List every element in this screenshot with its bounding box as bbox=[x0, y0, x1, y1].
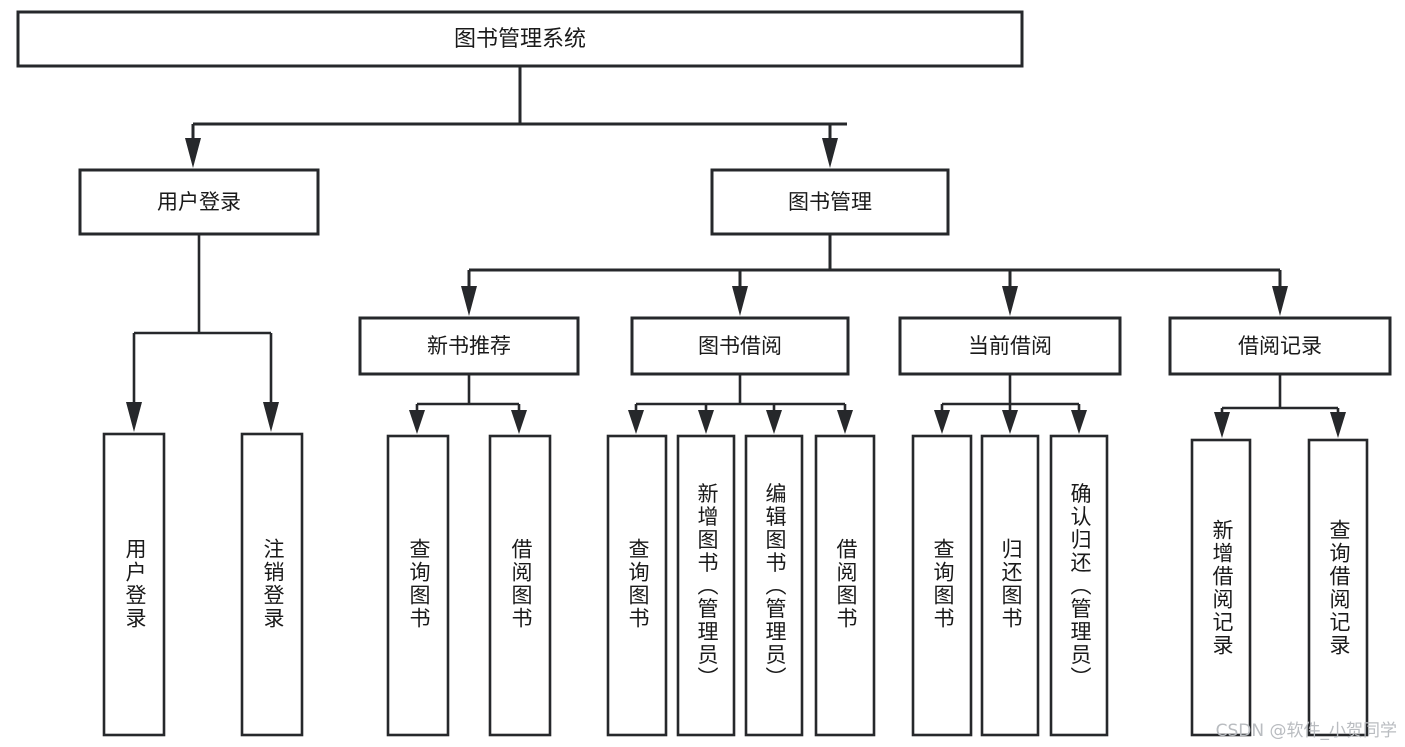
leaf-add-book-label: 新增图书（管理员） bbox=[695, 483, 719, 690]
arrow-to-leaf-borrow-book-2-icon bbox=[837, 410, 853, 434]
node-borrow-record[interactable]: 借阅记录 bbox=[1168, 316, 1392, 376]
node-book-management-box bbox=[710, 168, 950, 236]
leaf-user-login-box bbox=[102, 432, 166, 737]
leaf-return-book-label: 归还图书 bbox=[999, 538, 1023, 630]
leaf-add-record[interactable]: 新增借阅记录 bbox=[1190, 438, 1252, 737]
leaf-add-record-label: 新增借阅记录 bbox=[1210, 519, 1234, 657]
leaf-user-login[interactable]: 用户登录 bbox=[102, 432, 166, 737]
leaf-query-book-1-label: 查询图书 bbox=[407, 538, 431, 630]
node-book-borrow-box bbox=[630, 316, 850, 376]
arrow-to-leaf-add-book-icon bbox=[698, 410, 714, 434]
connectors-book-borrow-children bbox=[628, 374, 853, 434]
node-new-book-recommend-box bbox=[358, 316, 580, 376]
node-user-login-label: 用户登录 bbox=[157, 190, 241, 214]
leaf-edit-book-box bbox=[744, 434, 804, 737]
leaf-query-record-box bbox=[1307, 438, 1369, 737]
leaf-borrow-book-1[interactable]: 借阅图书 bbox=[488, 434, 552, 737]
leaf-query-book-3-box bbox=[911, 434, 973, 737]
leaf-confirm-return-box bbox=[1049, 434, 1109, 737]
leaf-edit-book[interactable]: 编辑图书（管理员） bbox=[744, 434, 804, 737]
leaf-user-login-label: 用户登录 bbox=[123, 538, 147, 630]
node-root-box bbox=[16, 10, 1024, 68]
node-user-login[interactable]: 用户登录 bbox=[78, 168, 320, 236]
leaf-query-record[interactable]: 查询借阅记录 bbox=[1307, 438, 1369, 737]
leaf-confirm-return-label: 确认归还（管理员） bbox=[1068, 483, 1092, 690]
connectors-borrow-record-children bbox=[1214, 374, 1346, 438]
leaf-logout-login-box bbox=[240, 432, 304, 737]
leaf-query-book-3-label: 查询图书 bbox=[931, 538, 955, 630]
arrow-to-book-borrow-icon bbox=[732, 286, 748, 316]
leaf-return-book[interactable]: 归还图书 bbox=[980, 434, 1040, 737]
arrow-to-leaf-query-record-icon bbox=[1330, 412, 1346, 438]
leaf-borrow-book-1-box bbox=[488, 434, 552, 737]
node-user-login-box bbox=[78, 168, 320, 236]
leaf-borrow-book-1-label: 借阅图书 bbox=[509, 538, 533, 630]
arrow-to-leaf-return-book-icon bbox=[1002, 410, 1018, 434]
arrow-to-leaf-add-record-icon bbox=[1214, 412, 1230, 438]
node-book-management[interactable]: 图书管理 bbox=[710, 168, 950, 236]
node-book-borrow-label: 图书借阅 bbox=[698, 334, 782, 358]
leaf-borrow-book-2[interactable]: 借阅图书 bbox=[814, 434, 876, 737]
leaf-borrow-book-2-box bbox=[814, 434, 876, 737]
leaf-add-book[interactable]: 新增图书（管理员） bbox=[676, 434, 736, 737]
connectors-book-management-children bbox=[461, 235, 1288, 316]
connectors-new-book-recommend-children bbox=[409, 374, 527, 434]
leaf-query-record-label: 查询借阅记录 bbox=[1327, 519, 1351, 657]
arrow-to-borrow-record-icon bbox=[1272, 286, 1288, 316]
arrow-to-leaf-borrow-book-1-icon bbox=[511, 410, 527, 434]
leaf-borrow-book-2-label: 借阅图书 bbox=[834, 538, 858, 630]
node-borrow-record-box bbox=[1168, 316, 1392, 376]
arrow-to-book-management-icon bbox=[822, 138, 838, 168]
leaf-query-book-1-box bbox=[386, 434, 450, 737]
leaf-logout-login-label: 注销登录 bbox=[261, 538, 285, 630]
leaf-return-book-box bbox=[980, 434, 1040, 737]
leaf-query-book-2[interactable]: 查询图书 bbox=[606, 434, 668, 737]
arrow-to-leaf-query-book-1-icon bbox=[409, 410, 425, 434]
arrow-to-new-book-recommend-icon bbox=[461, 286, 477, 316]
node-root-label: 图书管理系统 bbox=[454, 27, 586, 52]
node-new-book-recommend-label: 新书推荐 bbox=[427, 334, 511, 358]
node-current-borrow[interactable]: 当前借阅 bbox=[898, 316, 1122, 376]
node-borrow-record-label: 借阅记录 bbox=[1238, 334, 1322, 358]
connectors-current-borrow-children bbox=[934, 374, 1087, 434]
leaf-edit-book-label: 编辑图书（管理员） bbox=[763, 483, 787, 690]
node-root-book-management-system[interactable]: 图书管理系统 bbox=[16, 10, 1024, 68]
node-book-borrow[interactable]: 图书借阅 bbox=[630, 316, 850, 376]
leaf-query-book-1[interactable]: 查询图书 bbox=[386, 434, 450, 737]
leaf-add-book-box bbox=[676, 434, 736, 737]
csdn-watermark: CSDN @软件_小贺同学 bbox=[1215, 721, 1397, 741]
leaf-add-record-box bbox=[1190, 438, 1252, 737]
connectors-user-login-children bbox=[126, 235, 279, 432]
arrow-to-leaf-query-book-3-icon bbox=[934, 410, 950, 434]
arrow-to-leaf-edit-book-icon bbox=[766, 410, 782, 434]
arrow-to-current-borrow-icon bbox=[1002, 286, 1018, 316]
leaf-query-book-3[interactable]: 查询图书 bbox=[911, 434, 973, 737]
arrow-to-leaf-query-book-2-icon bbox=[628, 410, 644, 434]
connectors-root-to-level1 bbox=[185, 66, 847, 168]
leaf-query-book-2-box bbox=[606, 434, 668, 737]
node-current-borrow-box bbox=[898, 316, 1122, 376]
leaf-confirm-return[interactable]: 确认归还（管理员） bbox=[1049, 434, 1109, 737]
arrow-to-leaf-logout-login-icon bbox=[263, 402, 279, 432]
arrow-to-user-login-icon bbox=[185, 138, 201, 168]
arrow-to-leaf-confirm-return-icon bbox=[1071, 410, 1087, 434]
node-book-management-label: 图书管理 bbox=[788, 190, 872, 214]
leaf-query-book-2-label: 查询图书 bbox=[626, 538, 650, 630]
node-current-borrow-label: 当前借阅 bbox=[968, 334, 1052, 358]
leaf-logout-login[interactable]: 注销登录 bbox=[240, 432, 304, 737]
arrow-to-leaf-user-login-icon bbox=[126, 402, 142, 432]
node-new-book-recommend[interactable]: 新书推荐 bbox=[358, 316, 580, 376]
